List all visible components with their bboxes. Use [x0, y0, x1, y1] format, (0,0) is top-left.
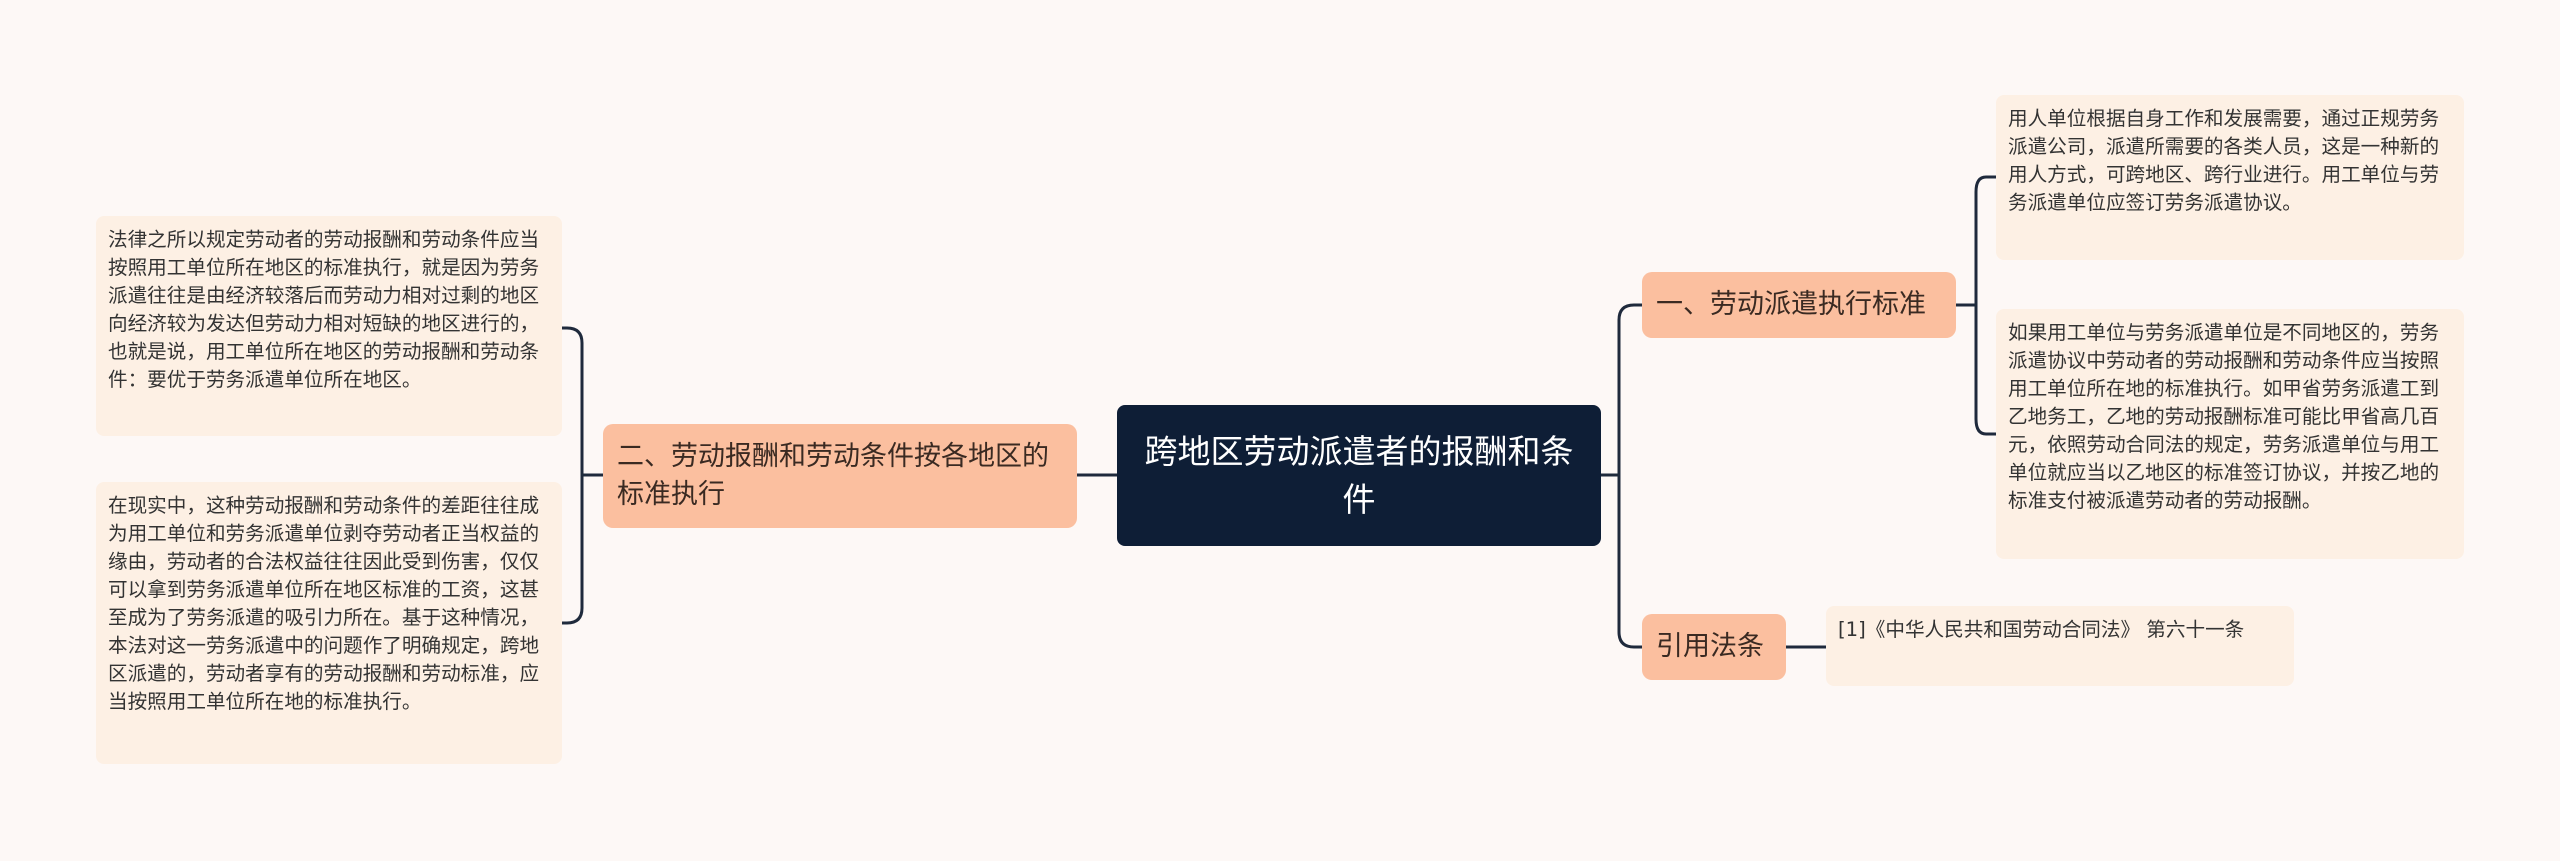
connector-left-branch-to-leaves: [562, 326, 603, 625]
branch-label: 引用法条: [1656, 631, 1764, 662]
leaf-text: 如果用工单位与劳务派遣单位是不同地区的，劳务派遣协议中劳动者的劳动报酬和劳动条件…: [2008, 321, 2440, 512]
leaf-dispatch-definition[interactable]: 用人单位根据自身工作和发展需要，通过正规劳务派遣公司，派遣所需要的各类人员，这是…: [1996, 95, 2464, 260]
leaf-reality-explanation[interactable]: 在现实中，这种劳动报酬和劳动条件的差距往往成为用工单位和劳务派遣单位剥夺劳动者正…: [96, 482, 562, 764]
leaf-text: [1]《中华人民共和国劳动合同法》 第六十一条: [1838, 618, 2245, 641]
connector-root-to-right-branches: [1601, 303, 1642, 649]
leaf-law-rationale[interactable]: 法律之所以规定劳动者的劳动报酬和劳动条件应当按照用工单位所在地区的标准执行，就是…: [96, 216, 562, 436]
root-topic-label: 跨地区劳动派遣者的报酬和条件: [1144, 431, 1574, 519]
branch-regional-standard[interactable]: 二、劳动报酬和劳动条件按各地区的标准执行: [603, 424, 1077, 528]
leaf-text: 用人单位根据自身工作和发展需要，通过正规劳务派遣公司，派遣所需要的各类人员，这是…: [2008, 107, 2440, 214]
branch-label: 二、劳动报酬和劳动条件按各地区的标准执行: [617, 441, 1049, 510]
leaf-law-citation[interactable]: [1]《中华人民共和国劳动合同法》 第六十一条: [1826, 606, 2294, 686]
branch-cited-law[interactable]: 引用法条: [1642, 614, 1786, 680]
leaf-text: 在现实中，这种劳动报酬和劳动条件的差距往往成为用工单位和劳务派遣单位剥夺劳动者正…: [108, 494, 540, 713]
root-topic[interactable]: 跨地区劳动派遣者的报酬和条件: [1117, 405, 1601, 546]
leaf-text: 法律之所以规定劳动者的劳动报酬和劳动条件应当按照用工单位所在地区的标准执行，就是…: [108, 228, 540, 391]
branch-execution-standard[interactable]: 一、劳动派遣执行标准: [1642, 272, 1956, 338]
connector-right-branch1-to-leaves: [1956, 175, 1996, 436]
branch-label: 一、劳动派遣执行标准: [1656, 289, 1926, 320]
leaf-cross-region-agreement[interactable]: 如果用工单位与劳务派遣单位是不同地区的，劳务派遣协议中劳动者的劳动报酬和劳动条件…: [1996, 309, 2464, 559]
